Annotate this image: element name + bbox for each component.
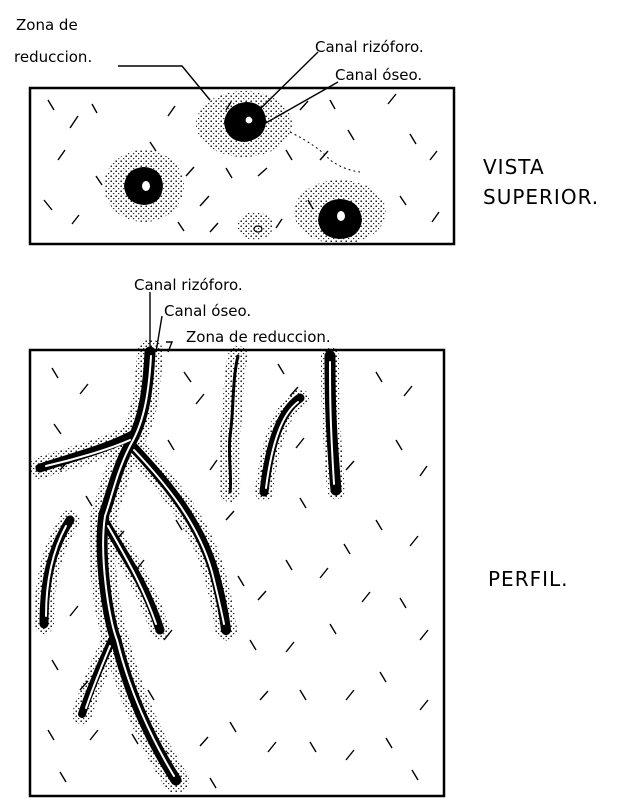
leader-zona-top	[118, 66, 210, 100]
label-canal-rizoforo-top: Canal rizóforo.	[315, 38, 424, 56]
rhizophore-canal-2	[142, 181, 150, 191]
small-reduction-spot	[237, 212, 273, 240]
rhizophore-canal-3	[337, 211, 345, 221]
canal-cross-section-3	[294, 180, 386, 244]
canal-cross-section-2	[104, 150, 184, 222]
canal-cross-section-1	[196, 91, 292, 157]
label-zona-profile: Zona de reduccion.	[186, 328, 331, 346]
label-zona-line1: Zona de	[16, 16, 78, 34]
profile-view-panel: Canal rizóforo. Canal óseo. Zona de redu…	[30, 276, 569, 796]
view-title-vista: VISTA	[483, 155, 545, 179]
label-zona-line2: reduccion.	[14, 48, 92, 66]
view-title-superior: SUPERIOR.	[483, 185, 599, 209]
reduction-trail	[290, 132, 360, 172]
label-canal-rizoforo-profile: Canal rizóforo.	[134, 276, 243, 294]
top-view-panel: Zona de reduccion. Canal rizóforo. Canal…	[14, 16, 599, 244]
label-canal-oseo-profile: Canal óseo.	[164, 302, 251, 320]
view-title-perfil: PERFIL.	[488, 567, 569, 591]
label-canal-oseo-top: Canal óseo.	[335, 66, 422, 84]
